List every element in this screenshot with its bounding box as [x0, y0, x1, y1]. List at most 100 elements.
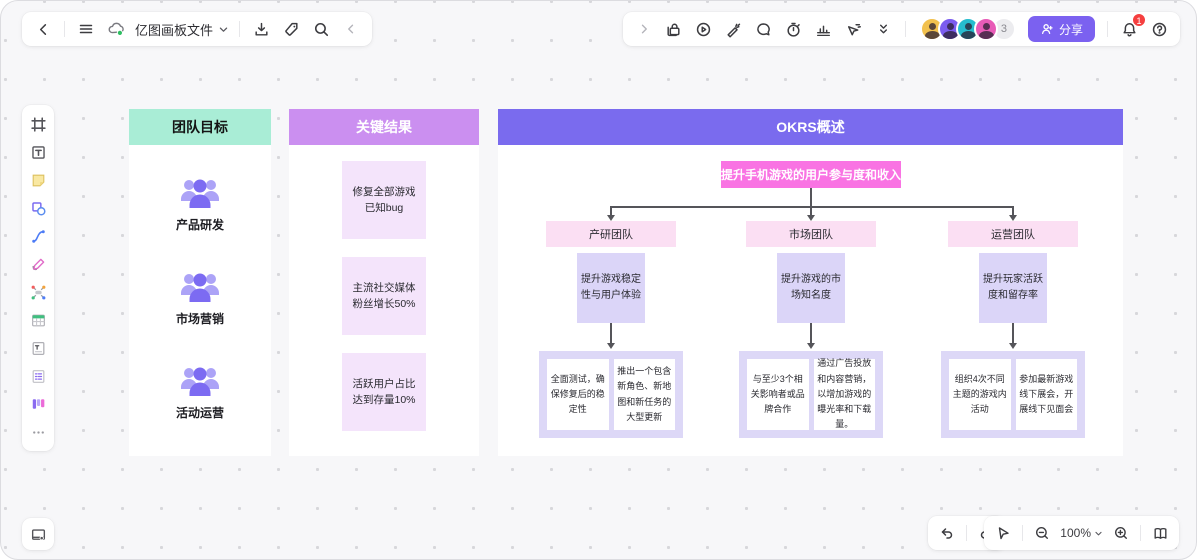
bell-icon [1122, 22, 1136, 36]
goals-column-header[interactable]: 团队目标 [129, 109, 271, 145]
undo-button[interactable] [934, 520, 960, 546]
divider [904, 21, 906, 37]
minimap-button[interactable] [1147, 520, 1173, 546]
team-node[interactable]: 运营团队 [948, 221, 1078, 247]
collapse-tools-button[interactable] [871, 16, 897, 42]
pointer-mode-button[interactable] [990, 520, 1016, 546]
connector-line [610, 323, 612, 343]
tag-icon [284, 22, 298, 36]
file-name: 亿图画板文件 [135, 22, 214, 38]
key-results-column-card[interactable]: 关键结果 修复全部游戏已知bug 主流社交媒体粉丝增长50% 活跃用户占比达到存… [289, 109, 479, 456]
text-tool-button[interactable] [25, 139, 51, 165]
sticky-note-tool-button[interactable] [25, 167, 51, 193]
divider [64, 21, 65, 37]
connector-icon [31, 229, 45, 243]
zoom-in-button[interactable] [1108, 520, 1134, 546]
goals-list: 产品研发 市场营销 活动运营 [129, 145, 271, 421]
okrs-column-header[interactable]: OKRS概述 [498, 109, 1123, 145]
key-result-box[interactable]: 修复全部游戏已知bug [342, 161, 426, 239]
okr-branch-operations: 运营团队 提升玩家活跃度和留存率 组织4次不同主题的游戏内活动 参加最新游戏线下… [913, 109, 1113, 456]
team-node[interactable]: 产研团队 [546, 221, 676, 247]
dashboard-button[interactable] [811, 16, 837, 42]
lock-board-button[interactable] [661, 16, 687, 42]
note-list-tool-button[interactable] [25, 363, 51, 389]
share-button-label: 分享 [1058, 22, 1083, 37]
goal-item-product-rd[interactable]: 产品研发 [176, 175, 224, 233]
collaborator-avatars: 3 [919, 17, 1016, 41]
connector-line [810, 323, 812, 343]
pages-panel-pill [22, 518, 54, 550]
follow-cursor-button[interactable] [841, 16, 867, 42]
collapse-left-toolbar-button[interactable] [338, 16, 364, 42]
file-title-dropdown[interactable]: 亿图画板文件 [133, 20, 231, 39]
pen-tool-button[interactable] [25, 251, 51, 277]
key-result-card[interactable]: 与至少3个相关影响者或品牌合作 [747, 359, 809, 430]
key-result-box[interactable]: 活跃用户占比达到存量10% [342, 353, 426, 431]
mindmap-tool-button[interactable] [25, 279, 51, 305]
document-tool-button[interactable] [25, 335, 51, 361]
zoom-out-button[interactable] [1029, 520, 1055, 546]
key-result-card[interactable]: 参加最新游戏线下展会，开展线下见面会 [1015, 359, 1077, 430]
laser-pointer-button[interactable] [721, 16, 747, 42]
ellipsis-icon [32, 430, 44, 434]
notifications-button[interactable]: 1 [1116, 13, 1146, 42]
goal-item-marketing[interactable]: 市场营销 [176, 269, 224, 327]
team-people-icon [180, 273, 219, 302]
help-button[interactable] [1146, 16, 1172, 42]
okr-branch-product: 产研团队 提升游戏稳定性与用户体验 全面测试，确保修复后的稳定性 推出一个包含新… [511, 109, 711, 456]
objective-node[interactable]: 提升游戏稳定性与用户体验 [577, 253, 645, 323]
sticky-note-icon [32, 174, 44, 186]
main-menu-button[interactable] [73, 16, 99, 42]
chevron-right-icon [641, 24, 647, 34]
zoom-out-icon [1036, 527, 1049, 539]
tag-button[interactable] [278, 16, 304, 42]
collaborator-avatar[interactable] [973, 17, 998, 41]
chevron-left-icon [348, 24, 354, 34]
arrowhead [607, 215, 615, 221]
okrs-column-card[interactable]: OKRS概述 提升手机游戏的用户参与度和收入 产研团队 提升游戏稳定性与用户体验… [498, 109, 1123, 456]
frame-tool-button[interactable] [25, 111, 51, 137]
import-button[interactable] [248, 16, 274, 42]
key-results-column-header[interactable]: 关键结果 [289, 109, 479, 145]
timer-button[interactable] [781, 16, 807, 42]
key-results-group[interactable]: 组织4次不同主题的游戏内活动 参加最新游戏线下展会，开展线下见面会 [941, 351, 1085, 438]
shapes-tool-button[interactable] [25, 195, 51, 221]
team-node[interactable]: 市场团队 [746, 221, 876, 247]
search-button[interactable] [308, 16, 334, 42]
zoom-in-icon [1115, 527, 1127, 539]
key-result-card[interactable]: 推出一个包含新角色、新地图和新任务的大型更新 [613, 359, 675, 430]
kanban-tool-button[interactable] [25, 391, 51, 417]
okr-root-objective-node[interactable]: 提升手机游戏的用户参与度和收入 [721, 161, 901, 188]
connector-tool-button[interactable] [25, 223, 51, 249]
more-tools-button[interactable] [25, 419, 51, 445]
zoom-level-dropdown[interactable]: 100% [1057, 526, 1106, 540]
help-question-icon [1152, 22, 1166, 36]
key-result-card[interactable]: 全面测试，确保修复后的稳定性 [547, 359, 609, 430]
topbar-left: 亿图画板文件 [22, 12, 373, 46]
present-button[interactable] [691, 16, 717, 42]
table-tool-button[interactable] [25, 307, 51, 333]
key-results-group[interactable]: 全面测试，确保修复后的稳定性 推出一个包含新角色、新地图和新任务的大型更新 [539, 351, 683, 438]
connector-line [611, 206, 1013, 208]
connector-line [610, 206, 612, 215]
goal-item-label: 产品研发 [175, 218, 224, 232]
key-result-card[interactable]: 组织4次不同主题的游戏内活动 [949, 359, 1011, 430]
key-results-group[interactable]: 与至少3个相关影响者或品牌合作 通过广告投放和内容营销，以增加游戏的曝光率和下载… [739, 351, 883, 438]
cloud-sync-status[interactable] [103, 16, 129, 42]
comment-button[interactable] [751, 16, 777, 42]
objective-node[interactable]: 提升游戏的市场知名度 [777, 253, 845, 323]
goal-item-label: 活动运营 [175, 406, 224, 420]
back-button[interactable] [30, 16, 56, 42]
objective-node[interactable]: 提升玩家活跃度和留存率 [979, 253, 1047, 323]
lock-icon [667, 23, 681, 36]
okr-branch-market: 市场团队 提升游戏的市场知名度 与至少3个相关影响者或品牌合作 通过广告投放和内… [711, 109, 911, 456]
key-result-box[interactable]: 主流社交媒体粉丝增长50% [342, 257, 426, 335]
pages-panel-button[interactable] [25, 521, 51, 547]
arrowhead [607, 343, 615, 349]
goal-item-operations[interactable]: 活动运营 [176, 363, 224, 421]
goals-column-card[interactable]: 团队目标 产品研发 市场营销 [129, 109, 271, 456]
share-button[interactable]: 分享 [1027, 16, 1095, 42]
key-result-card[interactable]: 通过广告投放和内容营销，以增加游戏的曝光率和下载量。 [813, 358, 875, 430]
expand-right-toolbar-button[interactable] [631, 16, 657, 42]
zoom-controls: 100% [984, 516, 1179, 550]
